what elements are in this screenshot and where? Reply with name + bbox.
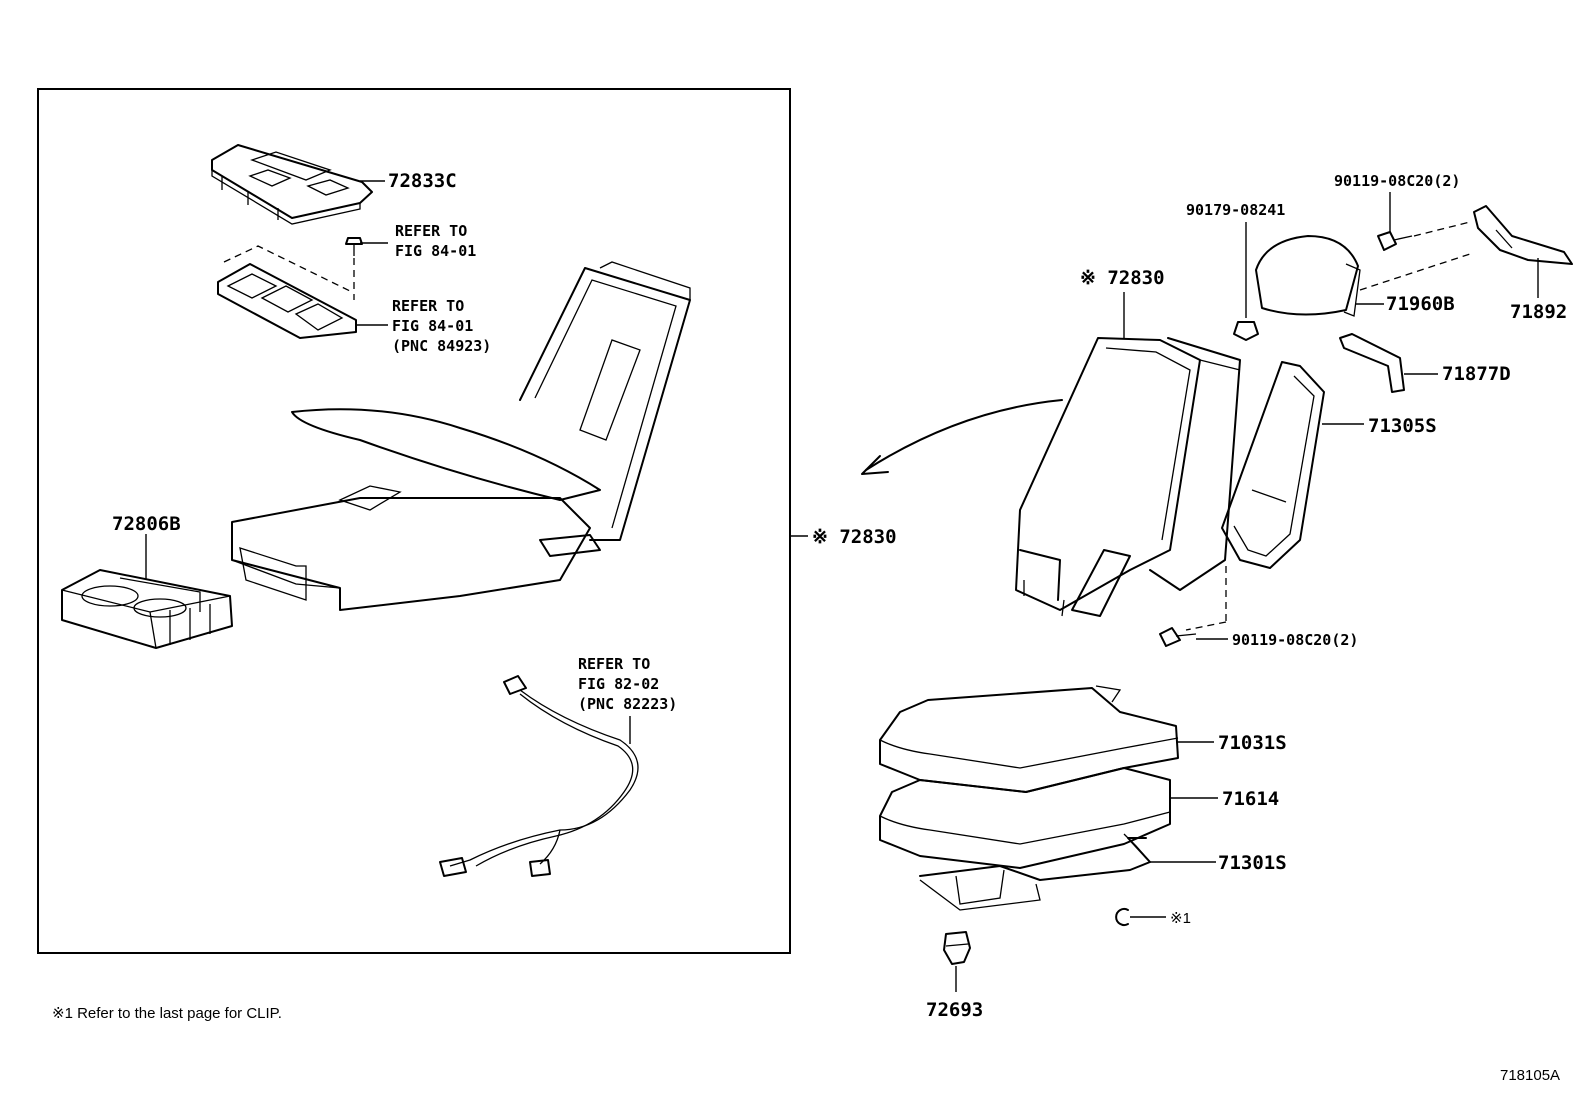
- footnote: ※1 Refer to the last page for CLIP.: [52, 1005, 282, 1022]
- label-71960b: 71960B: [1386, 293, 1455, 315]
- pad-71960b[interactable]: [1255, 235, 1361, 317]
- arrow-head: [861, 455, 889, 475]
- panel-72833c[interactable]: [211, 144, 373, 225]
- wire-harness-82223[interactable]: [439, 675, 639, 877]
- refer-2-line-1: REFER TO: [392, 297, 464, 315]
- nut-90179[interactable]: [1233, 321, 1259, 341]
- cushion-71031s[interactable]: [879, 685, 1179, 793]
- label-72693: 72693: [926, 999, 983, 1021]
- refer-3-line-2: FIG 82-02: [578, 675, 659, 693]
- bolt-top-dash: [1413, 221, 1471, 237]
- pad-dash: [1359, 253, 1471, 291]
- label-71305s: 71305S: [1368, 415, 1437, 437]
- frame-wire-71301s[interactable]: [919, 833, 1151, 911]
- lid-assembly-72830[interactable]: [1015, 337, 1241, 617]
- direction-arrow: [865, 399, 1063, 471]
- label-71301s: 71301S: [1218, 852, 1287, 874]
- bolt-90119-bottom[interactable]: [1159, 627, 1197, 647]
- label-72833c: 72833C: [388, 170, 457, 192]
- label-90119-bottom: 90119-08C20(2): [1232, 631, 1358, 649]
- refer-1-line-1: REFER TO: [395, 222, 467, 240]
- refer-1-line-2: FIG 84-01: [395, 242, 476, 260]
- figure-id: 718105A: [1500, 1067, 1560, 1084]
- console-box-body[interactable]: [231, 261, 691, 611]
- assembly-frame: [37, 88, 791, 954]
- pad-71614[interactable]: [879, 767, 1171, 869]
- label-clip-mark: ※1: [1170, 910, 1191, 927]
- label-71614: 71614: [1222, 788, 1279, 810]
- label-90119-top: 90119-08C20(2): [1334, 172, 1460, 190]
- screw-refer-84-01[interactable]: [345, 237, 363, 256]
- switch-module-84923[interactable]: [217, 245, 357, 339]
- refer-3-line-1: REFER TO: [578, 655, 650, 673]
- label-72806b: 72806B: [112, 513, 181, 535]
- label-71031s: 71031S: [1218, 732, 1287, 754]
- refer-3-line-3: (PNC 82223): [578, 695, 677, 713]
- bolt-bottom-dash-2: [1185, 621, 1227, 631]
- cup-holder-72806b[interactable]: [61, 569, 233, 649]
- label-71892: 71892: [1510, 301, 1567, 323]
- clip-icon[interactable]: [1115, 908, 1129, 926]
- bracket-71892[interactable]: [1473, 205, 1573, 265]
- label-72830-assembly: ※ 72830: [812, 526, 897, 548]
- label-71877d: 71877D: [1442, 363, 1511, 385]
- refer-2-line-2: FIG 84-01: [392, 317, 473, 335]
- refer-2-line-3: (PNC 84923): [392, 337, 491, 355]
- frame-71305s[interactable]: [1221, 361, 1325, 569]
- label-72830-top: ※ 72830: [1080, 267, 1165, 289]
- label-90179: 90179-08241: [1186, 201, 1285, 219]
- cover-71877d[interactable]: [1339, 333, 1405, 393]
- plug-72693[interactable]: [943, 931, 971, 965]
- bolt-90119-top[interactable]: [1377, 231, 1413, 251]
